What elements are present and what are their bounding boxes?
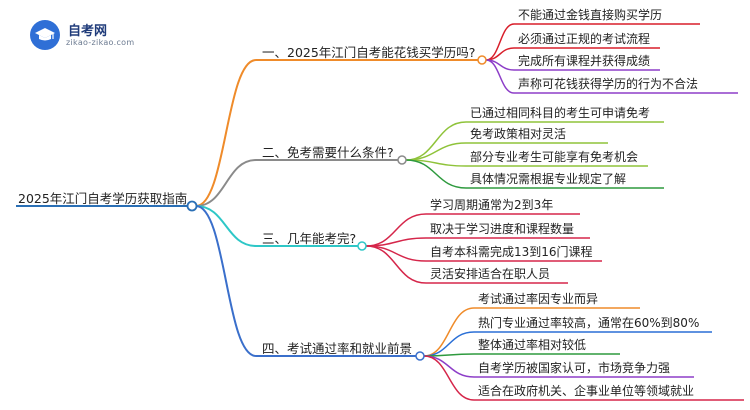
leaf-topic-3-3: 自考本科需完成13到16门课程 [430,245,593,259]
leaf-topic-2-1: 已通过相同科目的考生可申请免考 [470,106,651,120]
leaf-connector-3-2 [365,237,590,247]
leaf-topic-1-2: 必须通过正规的考试流程 [518,32,651,46]
branch-node-2 [397,155,407,165]
leaf-connector-1-1 [485,23,700,61]
leaf-connector-4-1 [423,307,640,357]
leaf-topic-2-3: 部分专业考生可能享有免考机会 [470,150,639,164]
leaf-topic-3-2: 取决于学习进度和课程数量 [430,222,575,236]
graduation-cap-icon [30,20,60,50]
leaf-connector-3-4 [365,245,568,284]
leaf-topic-4-2: 热门专业通过率较高，通常在60%到80% [478,316,700,330]
leaf-connector-4-4 [423,355,694,378]
branch-node-1 [477,55,487,65]
leaf-connector-2-3 [405,159,648,167]
branch-node-4 [415,351,425,361]
leaf-topic-3-1: 学习周期通常为2到3年 [430,198,554,212]
leaf-connector-2-4 [405,159,664,189]
logo: 自考网 zikao-zikao.com [30,18,180,52]
branch-topic-4: 四、考试通过率和就业前景 [262,341,413,356]
leaf-connector-1-4 [485,59,738,94]
leaf-topic-4-3: 整体通过率相对较低 [478,338,587,352]
branch-connector-3 [195,205,358,247]
branch-node-3 [357,241,367,251]
branch-topic-2: 二、免考需要什么条件? [262,145,394,160]
leaf-connector-2-2 [405,142,608,161]
logo-name: 自考网 [68,24,108,39]
branch-topic-3: 三、几年能考完? [262,231,357,246]
leaf-topic-1-1: 不能通过金钱直接购买学历 [518,8,663,22]
leaf-connector-1-2 [485,47,660,61]
leaf-connector-4-5 [423,355,744,401]
branch-topic-1: 一、2025年江门自考能花钱买学历吗? [262,45,476,60]
leaf-topic-3-4: 灵活安排适合在职人员 [430,267,551,281]
root-topic: 2025年江门自考学历获取指南 [18,191,188,206]
leaf-topic-4-4: 自考学历被国家认可，市场竞争力强 [478,361,671,375]
logo-domain: zikao-zikao.com [66,38,135,47]
branch-connector-4 [195,205,416,357]
leaf-connector-2-1 [405,121,664,161]
leaf-topic-1-3: 完成所有课程并获得成绩 [518,54,651,68]
branch-connector-1 [195,59,478,207]
leaf-topic-4-1: 考试通过率因专业而异 [478,292,599,306]
leaf-topic-4-5: 适合在政府机关、企事业单位等领域就业 [478,384,695,398]
leaf-topic-2-4: 具体情况需根据专业规定了解 [470,172,627,186]
root-node [186,200,198,212]
branch-connector-2 [195,159,398,207]
leaf-connector-3-1 [365,213,580,247]
leaf-topic-2-2: 免考政策相对灵活 [470,127,567,141]
leaf-connector-4-3 [423,353,620,357]
leaf-topic-1-4: 声称可花钱获得学历的行为不合法 [518,77,699,91]
